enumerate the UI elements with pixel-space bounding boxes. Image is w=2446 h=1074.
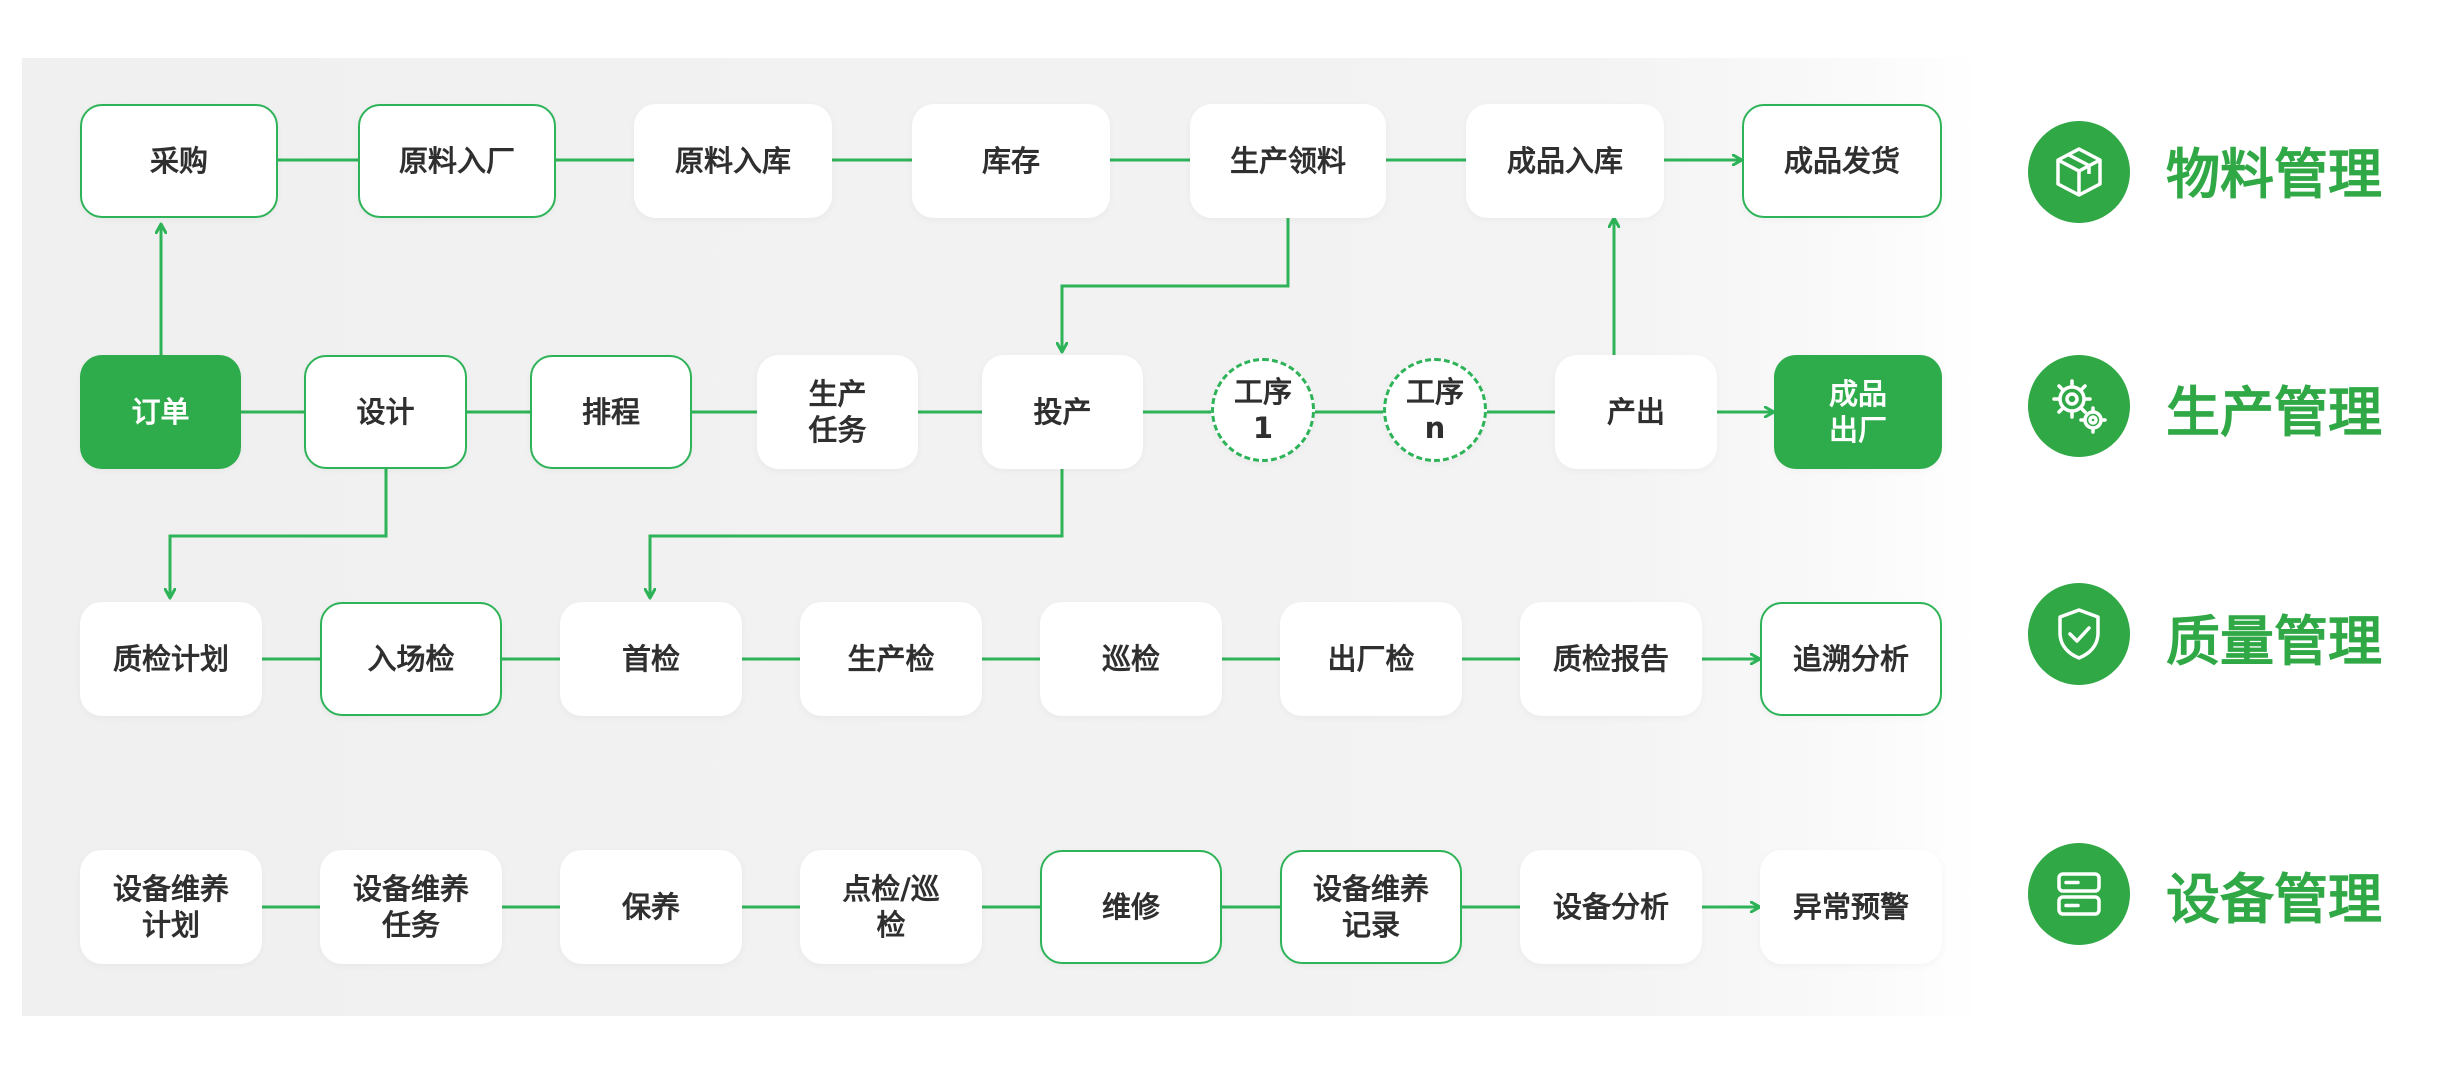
legend-quality-management: 质量管理 [2166,610,2382,673]
legend-equipment-management: 设备管理 [2166,868,2382,931]
legend-production-management: 生产管理 [2166,381,2382,444]
node-material-picking: 生产领料 [1190,104,1386,218]
node-repair: 维修 [1040,850,1222,964]
connector [1062,218,1290,352]
node-spot-check: 点检/巡 检 [800,850,982,964]
node-maintenance-plan: 设备维养 计划 [80,850,262,964]
node-process-1: 工序 1 [1211,358,1315,462]
node-production-inspection: 生产检 [800,602,982,716]
node-finished-goods-shipping: 成品发货 [1742,104,1942,218]
node-order: 订单 [80,355,241,469]
node-finished-goods-exit: 成品 出厂 [1774,355,1942,469]
connector [170,469,388,598]
node-maintenance-record: 设备维养 记录 [1280,850,1462,964]
node-raw-material-arrival: 原料入厂 [358,104,556,218]
node-qc-report: 质检报告 [1520,602,1702,716]
node-maintenance-task: 设备维养 任务 [320,850,502,964]
node-anomaly-alert: 异常预警 [1760,850,1942,964]
node-incoming-inspection: 入场检 [320,602,502,716]
node-patrol-inspection: 巡检 [1040,602,1222,716]
node-production-start: 投产 [982,355,1143,469]
node-production-task: 生产 任务 [757,355,918,469]
node-purchase: 采购 [80,104,278,218]
node-output: 产出 [1555,355,1717,469]
node-scheduling: 排程 [530,355,692,469]
node-traceability-analysis: 追溯分析 [1760,602,1942,716]
legend-material-management: 物料管理 [2166,143,2382,206]
node-equipment-analysis: 设备分析 [1520,850,1702,964]
node-inventory: 库存 [912,104,1110,218]
node-exit-inspection: 出厂检 [1280,602,1462,716]
connector [650,469,1064,598]
node-process-n: 工序 n [1383,358,1487,462]
node-raw-material-storage: 原料入库 [634,104,832,218]
node-servicing: 保养 [560,850,742,964]
shield-check-icon [2028,583,2130,685]
node-first-inspection: 首检 [560,602,742,716]
server-icon [2028,843,2130,945]
node-qc-plan: 质检计划 [80,602,262,716]
gears-icon [2028,355,2130,457]
node-finished-goods-storage: 成品入库 [1466,104,1664,218]
node-design: 设计 [304,355,467,469]
box-icon [2028,121,2130,223]
